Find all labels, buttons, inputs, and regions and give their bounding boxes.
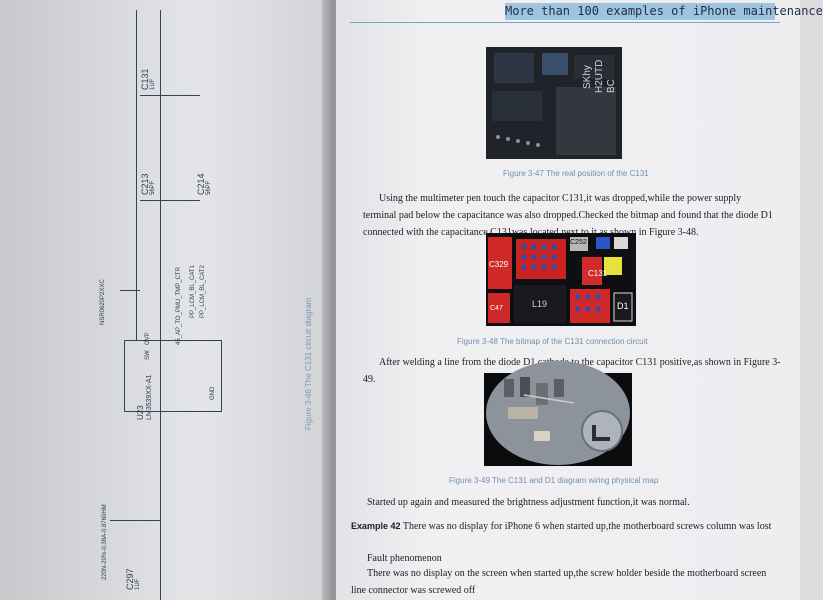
board-closeup-image [486,47,622,159]
paragraph-2: After welding a line from the diode D1 c… [363,357,781,385]
u23-part-label: LM3539XX-A1 [146,374,153,420]
net-label-cat1: PP_LCM_BL_CAT1 [190,265,196,318]
gnd-label: GND [210,386,216,400]
schematic-wire [140,200,200,201]
example-heading: Example 42 There was no display for iPho… [351,518,781,535]
schematic-wire [160,520,161,600]
header-rule [350,22,780,23]
bitmap-diagram [486,233,636,326]
figure-3-47-caption: Figure 3-47 The real position of the C13… [503,169,649,178]
u23-ic [124,340,222,412]
left-page: C131 1UF C213 56PF C214 56PF C297 1UF U2… [0,0,330,600]
figure-3-49-photo [484,361,632,466]
paragraph-3: Started up again and measured the bright… [367,497,690,508]
sw-pin-label: SW [145,350,151,360]
page-header: More than 100 examples of iPhone mainten… [505,3,823,20]
ovp-pin-label: OVP [145,332,151,345]
figure-3-47-photo: SKhy H2UTD BC [486,47,622,159]
figure-3-48-caption: Figure 3-48 The bitmap of the C131 conne… [457,337,648,346]
c131-label: C131 [140,68,150,90]
schematic-wire [110,520,160,521]
section-heading: Fault phenomenon [367,553,442,564]
net-label-bl-en: 45_AP_TO_PMU_TMP_CTR [176,267,182,345]
chip-marking-3: BC [606,79,617,93]
schematic-wire [120,290,140,291]
figure-3-49-caption: Figure 3-49 The C131 and D1 diagram wiri… [449,476,659,485]
bitmap-label-l19: L19 [532,299,548,309]
bitmap-label-c329: C329 [489,260,509,269]
bitmap-label-d1: D1 [617,301,629,311]
c297-value: 1UF [135,578,141,590]
bitmap-label-c252: C252 [570,239,587,246]
c297-label: C297 [125,568,135,590]
example-number: Example 42 [351,521,401,531]
diode-label: NSR0620P2XXC [100,279,106,325]
c214-label: C214 [196,173,206,195]
chip-marking-1: SKhy [582,65,593,89]
bitmap-label-c47: C47 [490,305,503,312]
u23-label: U23 [136,405,145,420]
c131-value: 1UF [150,78,156,90]
c214-value: 56PF [206,180,212,195]
paragraph-4: There was no display on the screen when … [351,568,767,596]
c213-value: 56PF [150,180,156,195]
bitmap-label-c131: C131 [588,269,608,278]
inductor-label: 220N-20%-0.38A-0.8760HM [102,504,108,580]
schematic-wire [160,10,161,600]
paragraph-1: Using the multimeter pen touch the capac… [363,193,773,238]
chip-marking-2: H2UTD [594,59,605,93]
c213-label: C213 [140,173,150,195]
figure-3-46-caption: Figure 3-46 The C131 circuit diagram [304,297,313,430]
schematic-wire [136,10,137,340]
figure-3-48-bitmap: C329 C131 L19 D1 C252 C47 [486,233,636,326]
schematic-wire [140,95,200,96]
net-label-cat2: PP_LCM_BL_CAT2 [200,265,206,318]
wiring-photo-image [484,361,632,466]
example-title: There was no display for iPhone 6 when s… [402,521,772,532]
